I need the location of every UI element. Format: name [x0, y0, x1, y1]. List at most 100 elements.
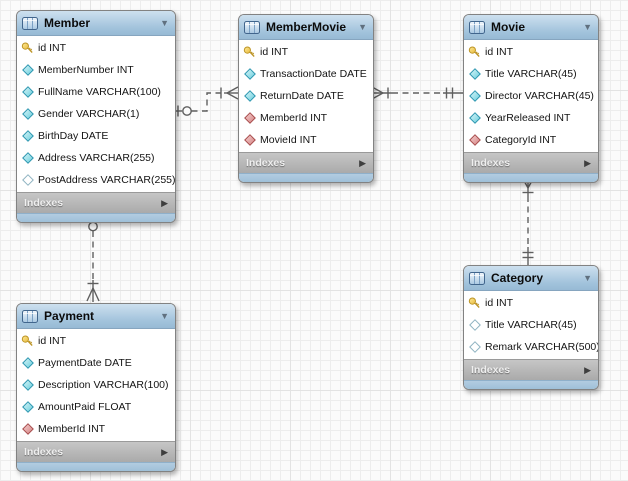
- collapse-triangle-icon[interactable]: ▼: [160, 17, 169, 28]
- indexes-footer[interactable]: Indexes▶: [464, 359, 598, 380]
- column-row: CategoryId INT: [464, 129, 598, 151]
- indexes-label: Indexes: [24, 197, 64, 209]
- primary-key-icon: [21, 335, 34, 348]
- column-label: AmountPaid FLOAT: [38, 401, 132, 413]
- column-label: Remark VARCHAR(500): [485, 341, 599, 353]
- foreign-key-icon: [243, 112, 256, 124]
- column-row: Description VARCHAR(100): [17, 374, 175, 396]
- collapse-triangle-icon[interactable]: ▼: [160, 310, 169, 321]
- table-icon: [469, 20, 485, 34]
- column-label: PaymentDate DATE: [38, 357, 132, 369]
- relationship-membermovie-movie[interactable]: [371, 86, 463, 100]
- column-list: id INT TransactionDate DATE ReturnDate DAT…: [239, 40, 373, 152]
- column-label: Gender VARCHAR(1): [38, 108, 140, 120]
- table-header[interactable]: MemberMovie ▼: [239, 15, 373, 40]
- relationship-movie-category[interactable]: [521, 176, 535, 266]
- column-label: MemberId INT: [38, 423, 106, 435]
- column-row: FullName VARCHAR(100): [17, 81, 175, 103]
- column-label: Description VARCHAR(100): [38, 379, 169, 391]
- table-header[interactable]: Category▼: [464, 266, 598, 291]
- column-row: Title VARCHAR(45): [464, 314, 598, 336]
- column-label: FullName VARCHAR(100): [38, 86, 161, 98]
- table-payment[interactable]: Payment ▼ id INT PaymentDate DATE Descriptio…: [16, 303, 176, 472]
- table-icon: [469, 271, 485, 285]
- column-row: ReturnDate DATE: [239, 85, 373, 107]
- attribute-icon: [243, 68, 256, 80]
- column-row: id INT: [239, 41, 373, 63]
- table-movie[interactable]: Movie▼id INT Title VARCHAR(45) Director VA…: [463, 14, 599, 183]
- column-row: MemberId INT: [17, 418, 175, 440]
- column-label: id INT: [485, 297, 514, 309]
- table-icon: [22, 16, 38, 30]
- column-label: Address VARCHAR(255): [38, 152, 155, 164]
- attribute-icon: [21, 357, 34, 369]
- column-label: id INT: [38, 335, 67, 347]
- primary-key-icon: [21, 42, 34, 55]
- expand-arrow-icon: ▶: [359, 157, 366, 168]
- table-membermovie[interactable]: MemberMovie ▼ id INT TransactionDate DATE Re…: [238, 14, 374, 183]
- indexes-footer[interactable]: Indexes ▶: [17, 192, 175, 213]
- attribute-icon: [21, 86, 34, 98]
- indexes-label: Indexes: [24, 446, 64, 458]
- collapse-triangle-icon[interactable]: ▼: [583, 272, 592, 283]
- column-label: BirthDay DATE: [38, 130, 109, 142]
- collapse-triangle-icon[interactable]: ▼: [358, 21, 367, 32]
- column-label: id INT: [260, 46, 289, 58]
- column-label: ReturnDate DATE: [260, 90, 344, 102]
- attribute-icon: [21, 108, 34, 120]
- table-title: MemberMovie: [266, 20, 347, 34]
- foreign-key-icon: [243, 134, 256, 146]
- column-label: Title VARCHAR(45): [485, 68, 577, 80]
- expand-arrow-icon: ▶: [161, 446, 168, 457]
- nullable-attribute-icon: [21, 174, 34, 186]
- column-list: id INT Title VARCHAR(45) Director VARCHAR(…: [464, 40, 598, 152]
- column-row: PostAddress VARCHAR(255): [17, 169, 175, 191]
- table-title: Payment: [44, 309, 95, 323]
- indexes-footer[interactable]: Indexes▶: [464, 152, 598, 173]
- column-row: MemberNumber INT: [17, 59, 175, 81]
- indexes-footer[interactable]: Indexes ▶: [17, 441, 175, 462]
- column-row: Remark VARCHAR(500): [464, 336, 598, 358]
- column-list: id INT Title VARCHAR(45) Remark VARCHAR(50…: [464, 291, 598, 359]
- attribute-icon: [468, 112, 481, 124]
- expand-arrow-icon: ▶: [161, 197, 168, 208]
- column-list: id INT PaymentDate DATE Description VARCHA…: [17, 329, 175, 441]
- column-row: BirthDay DATE: [17, 125, 175, 147]
- primary-key-icon: [243, 46, 256, 59]
- table-header[interactable]: Member▼: [17, 11, 175, 36]
- table-bottom-bar: [239, 173, 373, 182]
- primary-key-icon: [468, 297, 481, 310]
- column-label: Title VARCHAR(45): [485, 319, 577, 331]
- indexes-label: Indexes: [471, 157, 511, 169]
- column-row: PaymentDate DATE: [17, 352, 175, 374]
- table-icon: [22, 309, 38, 323]
- relationship-member-payment[interactable]: [86, 216, 100, 302]
- table-bottom-bar: [17, 462, 175, 471]
- indexes-footer[interactable]: Indexes ▶: [239, 152, 373, 173]
- column-row: Address VARCHAR(255): [17, 147, 175, 169]
- foreign-key-icon: [468, 134, 481, 146]
- column-label: MovieId INT: [260, 134, 317, 146]
- table-header[interactable]: Payment ▼: [17, 304, 175, 329]
- column-label: CategoryId INT: [485, 134, 557, 146]
- table-member[interactable]: Member▼ id INT MemberNumber INT FullName VA…: [16, 10, 176, 223]
- column-label: YearReleased INT: [485, 112, 571, 124]
- table-category[interactable]: Category▼ id INT Title VARCHAR(45) Remark V…: [463, 265, 599, 390]
- collapse-triangle-icon[interactable]: ▼: [583, 21, 592, 32]
- column-row: MovieId INT: [239, 129, 373, 151]
- table-bottom-bar: [17, 213, 175, 222]
- attribute-icon: [21, 379, 34, 391]
- primary-key-icon: [468, 46, 481, 59]
- table-header[interactable]: Movie▼: [464, 15, 598, 40]
- column-row: id INT: [17, 37, 175, 59]
- foreign-key-icon: [21, 423, 34, 435]
- column-row: Director VARCHAR(45): [464, 85, 598, 107]
- column-row: Title VARCHAR(45): [464, 63, 598, 85]
- indexes-label: Indexes: [246, 157, 286, 169]
- column-list: id INT MemberNumber INT FullName VARCHAR(1…: [17, 36, 175, 192]
- relationship-member-membermovie[interactable]: [174, 86, 239, 117]
- column-label: TransactionDate DATE: [260, 68, 367, 80]
- column-label: id INT: [38, 42, 67, 54]
- column-row: id INT: [464, 41, 598, 63]
